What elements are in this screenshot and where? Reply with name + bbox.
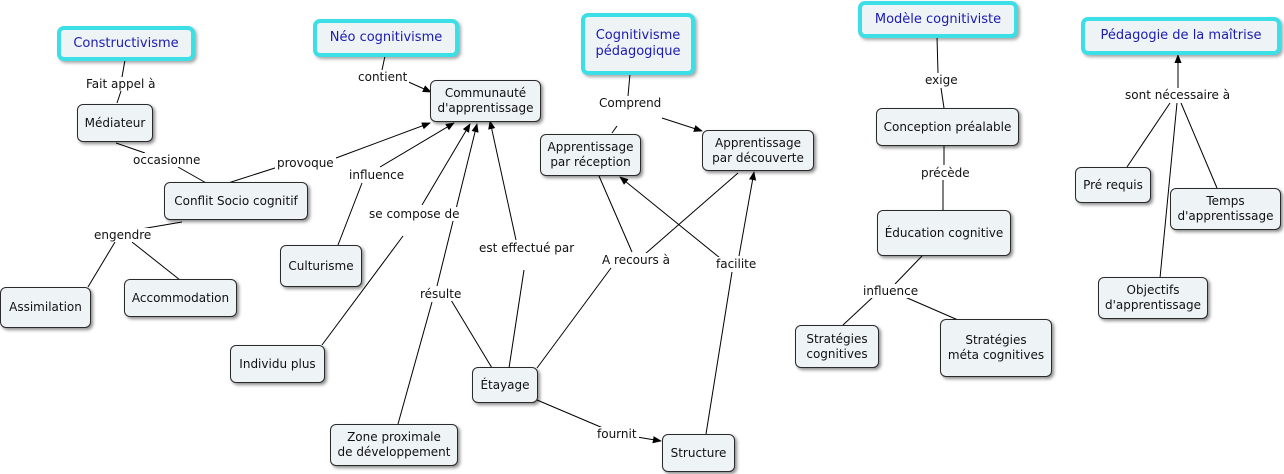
node-assimilation[interactable]: Assimilation [0,287,91,328]
line-fournit-structure [636,436,662,444]
root-constructivisme[interactable]: Constructivisme [57,26,195,61]
link-fournit: fournit [595,427,639,441]
line-modele-exige [936,36,939,74]
line-influence-strat-cog [842,296,874,326]
node-strategies-meta-cognitives[interactable]: Stratégies méta cognitives [940,319,1052,377]
link-facilite: facilite [714,257,759,271]
line-etayage-fournit [536,399,604,429]
link-resulte: résulte [418,287,464,301]
line-culturisme-influence [337,182,363,246]
line-comprend-reception [611,125,618,134]
line-neo-contient [381,55,386,71]
line-facilite-reception [619,176,721,259]
link-occasionne: occasionne [131,153,203,167]
link-comprend: Comprend [597,96,664,110]
line-reception-arecours [598,175,633,253]
line-temps-sontnec [1180,102,1218,189]
root-pedagogie-maitrise[interactable]: Pédagogie de la maîtrise [1081,17,1281,55]
line-prerequis-sontnec [1126,102,1171,168]
node-accommodation[interactable]: Accommodation [124,279,237,317]
node-mediateur[interactable]: Médiateur [77,104,153,142]
link-a-recours: A recours à [600,253,672,267]
line-structure-facilite [705,271,733,435]
line-objectifs-sontnec [1159,102,1178,279]
node-zone-proximale[interactable]: Zone proximale de développement [330,424,458,466]
line-individu-secompose [321,235,404,346]
line-comprend-decouverte [661,117,703,132]
line-etayage-esteffectue [508,269,525,369]
node-apprentissage-decouverte[interactable]: Apprentissage par découverte [702,130,814,171]
line-etayage-resulte [450,299,493,369]
link-provoque: provoque [275,156,336,170]
line-faitappel-mediateur [116,90,122,104]
line-resulte-communaute [436,123,479,287]
line-provoque-communaute [335,122,431,159]
line-occasionne-conflit [177,166,209,185]
root-modele-cognitiviste[interactable]: Modèle cognitiviste [858,1,1018,38]
node-objectifs-apprentissage[interactable]: Objectifs d'apprentissage [1098,277,1208,319]
line-mediateur-occasionne [115,142,146,154]
link-fait-appel: Fait appel à [84,77,158,91]
node-strategies-cognitives[interactable]: Stratégies cognitives [795,325,879,368]
line-engendre-assimilation [87,241,116,288]
line-engendre-accommodation [131,241,181,281]
link-exige: exige [923,73,960,87]
line-esteffectue-communaute [488,120,517,241]
node-temps-apprentissage[interactable]: Temps d'apprentissage [1170,188,1281,230]
root-cognitivisme-pedagogique[interactable]: Cognitivisme pédagogique [581,13,695,75]
node-structure[interactable]: Structure [662,434,735,472]
node-apprentissage-reception[interactable]: Apprentissage par réception [540,134,641,176]
line-conflit-provoque [224,166,279,185]
line-facilite-decouverte [738,171,757,257]
line-influence-communaute [379,122,455,168]
node-education-cognitive[interactable]: Éducation cognitive [877,210,1011,256]
link-sont-necessaires: sont nécessaire à [1123,88,1233,102]
link-engendre: engendre [92,228,154,242]
link-contient: contient [356,70,410,84]
node-pre-requis[interactable]: Pré requis [1075,167,1151,203]
node-culturisme[interactable]: Culturisme [280,245,362,287]
link-se-compose: se compose de [367,207,462,221]
line-secompose-communaute [421,123,471,206]
node-etayage[interactable]: Étayage [472,367,538,403]
root-neo-cognitivisme[interactable]: Néo cognitivisme [313,19,459,57]
link-influence-culturisme: influence [347,168,407,182]
line-influence-strat-meta [904,296,959,321]
line-etayage-arecours [536,267,612,369]
line-arecours-decouverte [644,172,739,255]
line-zone-resulte [397,301,433,425]
node-conception-prealable[interactable]: Conception préalable [876,108,1019,146]
link-influence-strategies: influence [861,284,921,298]
node-communaute-apprentissage[interactable]: Communauté d'apprentissage [430,80,541,122]
line-constructivisme-faitappel [121,59,126,78]
node-individu-plus[interactable]: Individu plus [230,345,325,383]
line-cogped-comprend [627,73,631,97]
line-exige-conception [940,87,945,109]
link-precede: précède [919,166,972,180]
line-education-influence [894,255,923,285]
node-conflit-socio-cognitif[interactable]: Conflit Socio cognitif [164,182,308,220]
link-est-effectue: est effectué par [477,241,577,255]
